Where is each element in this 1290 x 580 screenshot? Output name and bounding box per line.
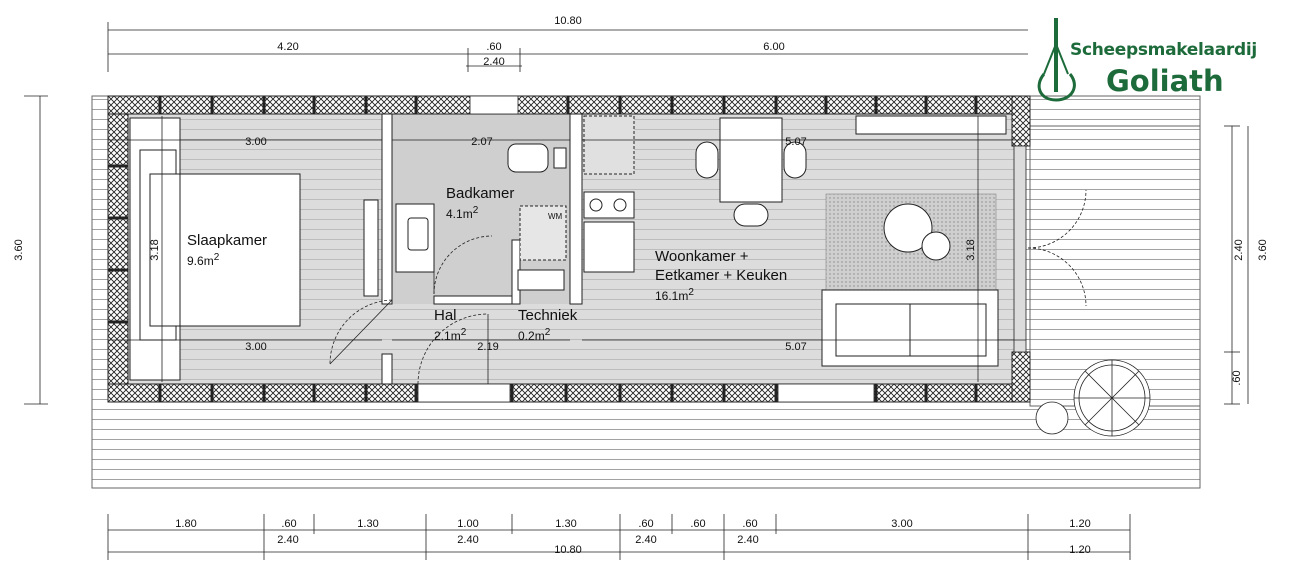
dim-woon-bottom: 5.07 <box>785 341 806 353</box>
dim-top-mid-sub: 2.40 <box>483 56 504 68</box>
dim-slaap-height: 3.18 <box>149 239 161 260</box>
room-woonkamer-line1: Woonkamer + <box>655 248 749 265</box>
dim-bottom-row1: 1.80 .60 1.30 1.00 1.30 .60 .60 .60 3.00… <box>175 518 1090 530</box>
wall-cabinet <box>855 115 1007 135</box>
room-badkamer: Badkamer 4.1m2 <box>446 184 514 222</box>
dim-bottom-5: 1.30 <box>555 518 576 530</box>
room-techniek: Techniek 0.2m2 <box>518 306 577 344</box>
terrace-umbrella <box>1073 359 1151 437</box>
bathroom-fixtures <box>395 143 567 291</box>
dim-top-right: 6.00 <box>763 41 784 53</box>
dim-bottom-row2-2: 2.40 <box>457 534 478 546</box>
ship-mast-icon <box>1037 18 1076 102</box>
dim-top-total: 10.80 <box>554 15 582 27</box>
wall-cabinet-right <box>1013 145 1027 353</box>
dim-left-height: 3.60 <box>13 239 25 260</box>
room-hal-area: 2.1m2 <box>434 327 467 343</box>
coffee-table <box>883 203 933 253</box>
company-logo: Scheepsmakelaardij Goliath <box>1036 14 1286 104</box>
bed <box>129 117 301 381</box>
room-woonkamer-area: 16.1m2 <box>655 287 694 303</box>
logo-line1: Scheepsmakelaardij <box>1070 40 1257 60</box>
room-hal: Hal 2.1m2 <box>434 306 466 344</box>
dim-bottom-6: .60 <box>638 518 653 530</box>
door-opening-bottom <box>417 383 511 403</box>
dim-slaap-bottom: 3.00 <box>245 341 266 353</box>
dim-right-b: 3.60 <box>1257 239 1269 260</box>
kitchen <box>583 115 635 273</box>
dim-right-a: 2.40 <box>1233 239 1245 260</box>
room-techniek-name: Techniek <box>518 307 578 324</box>
dim-bottom-9: 3.00 <box>891 518 912 530</box>
dim-bottom-3: 1.30 <box>357 518 378 530</box>
room-badkamer-name: Badkamer <box>446 185 515 202</box>
window-dividers <box>108 96 978 402</box>
dim-lines <box>24 22 1249 560</box>
dim-right-c: .60 <box>1231 370 1243 385</box>
outer-wall-left <box>107 113 129 385</box>
room-slaapkamer-name: Slaapkamer <box>187 232 268 249</box>
door-opening-bottom-2 <box>777 383 875 403</box>
dim-bottom-row2-4: 2.40 <box>737 534 758 546</box>
dim-woon-top: 5.07 <box>785 136 806 148</box>
room-slaapkamer-area: 9.6m2 <box>187 252 220 268</box>
dim-top-mid: .60 <box>486 41 501 53</box>
dim-bottom-row2-3: 2.40 <box>635 534 656 546</box>
dim-slaap-top: 3.00 <box>245 136 266 148</box>
door-swings <box>329 189 1087 385</box>
logo-line2: Goliath <box>1106 64 1224 98</box>
room-techniek-area: 0.2m2 <box>518 327 551 343</box>
sofa <box>821 289 999 367</box>
inner-walls <box>381 113 583 385</box>
dim-bad-width: 2.07 <box>471 136 492 148</box>
dim-bottom-4: 1.00 <box>457 518 478 530</box>
dim-bottom-row2-1: 2.40 <box>277 534 298 546</box>
door-opening-top <box>469 95 519 115</box>
terrace-right <box>1029 125 1201 407</box>
side-table <box>921 231 951 261</box>
terrace-stool <box>1035 401 1069 435</box>
dim-bottom-right: 1.20 <box>1069 544 1090 556</box>
dim-bottom-10: 1.20 <box>1069 518 1090 530</box>
dim-bottom-1: 1.80 <box>175 518 196 530</box>
dim-bottom-row2: 2.40 2.40 2.40 2.40 <box>277 534 758 546</box>
room-woonkamer-line2: Eetkamer + Keuken <box>655 267 788 284</box>
outer-wall-bottom <box>107 383 1029 403</box>
dim-bottom-7: .60 <box>690 518 705 530</box>
room-woonkamer: Woonkamer + Eetkamer + Keuken 16.1m2 <box>655 247 787 304</box>
dim-bottom-2: .60 <box>281 518 296 530</box>
dim-bottom-8: .60 <box>742 518 757 530</box>
outer-wall-right <box>1011 95 1031 403</box>
dim-woon-height: 3.18 <box>965 239 977 260</box>
wardrobe <box>363 199 379 297</box>
room-slaapkamer: Slaapkamer 9.6m2 <box>187 231 267 269</box>
room-hal-name: Hal <box>434 307 457 324</box>
dim-bottom-total: 10.80 <box>554 544 582 556</box>
dim-top-left: 4.20 <box>277 41 298 53</box>
dim-hal-width: 2.19 <box>477 341 498 353</box>
room-badkamer-area: 4.1m2 <box>446 205 479 221</box>
dining-table <box>695 117 807 227</box>
washing-machine-label: WM <box>548 212 563 221</box>
